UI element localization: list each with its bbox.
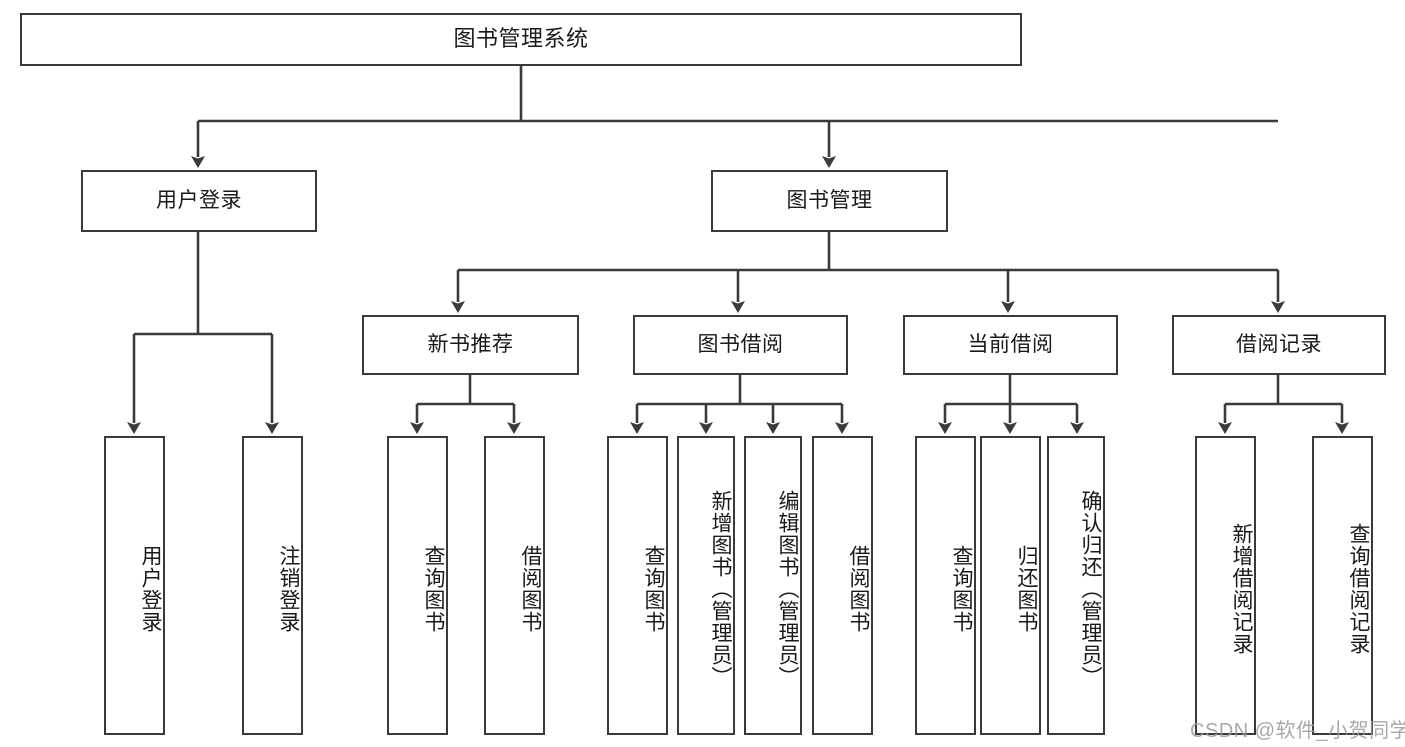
node-leaf-user-login[interactable]: 用户登录 — [104, 436, 165, 735]
node-book-borrow[interactable]: 图书借阅 — [633, 315, 848, 375]
node-new-book-recommend[interactable]: 新书推荐 — [362, 315, 579, 375]
node-label: 查询图书 — [950, 544, 973, 633]
node-label: 用户登录 — [139, 544, 162, 633]
node-label: 确认归还（管理员） — [1079, 489, 1102, 688]
node-leaf-query-book-borrow[interactable]: 查询图书 — [607, 436, 668, 735]
node-leaf-edit-book-admin[interactable]: 编辑图书（管理员） — [744, 436, 802, 735]
csdn-watermark: CSDN @软件_小贺同学 — [1190, 720, 1405, 742]
node-borrow-record[interactable]: 借阅记录 — [1172, 315, 1386, 375]
node-leaf-return-book[interactable]: 归还图书 — [980, 436, 1041, 735]
node-label: 查询借阅记录 — [1347, 522, 1370, 655]
node-leaf-borrow-book-recommend[interactable]: 借阅图书 — [484, 436, 545, 735]
node-root-system[interactable]: 图书管理系统 — [20, 13, 1022, 66]
node-leaf-query-book-current[interactable]: 查询图书 — [915, 436, 976, 735]
node-label: 新增图书（管理员） — [709, 489, 732, 688]
node-leaf-borrow-book[interactable]: 借阅图书 — [812, 436, 873, 735]
node-label: 当前借阅 — [967, 333, 1054, 357]
node-current-borrow[interactable]: 当前借阅 — [903, 315, 1118, 375]
node-label: 图书借阅 — [697, 333, 784, 357]
node-label: 图书管理系统 — [453, 26, 589, 52]
node-leaf-logout[interactable]: 注销登录 — [242, 436, 303, 735]
node-leaf-add-borrow-record[interactable]: 新增借阅记录 — [1195, 436, 1256, 735]
node-label: 归还图书 — [1015, 544, 1038, 633]
node-label: 新增借阅记录 — [1230, 522, 1253, 655]
node-label: 注销登录 — [277, 544, 300, 633]
node-label: 借阅记录 — [1236, 333, 1322, 357]
node-leaf-query-book-recommend[interactable]: 查询图书 — [387, 436, 448, 735]
node-label: 借阅图书 — [519, 544, 542, 633]
node-label: 查询图书 — [642, 544, 665, 633]
node-label: 用户登录 — [156, 189, 242, 213]
node-leaf-confirm-return-admin[interactable]: 确认归还（管理员） — [1047, 436, 1105, 735]
node-user-login[interactable]: 用户登录 — [81, 170, 317, 232]
node-book-management[interactable]: 图书管理 — [711, 170, 948, 232]
node-leaf-add-book-admin[interactable]: 新增图书（管理员） — [677, 436, 735, 735]
node-label: 编辑图书（管理员） — [776, 489, 799, 688]
node-label: 图书管理 — [786, 189, 873, 213]
node-label: 查询图书 — [422, 544, 445, 633]
node-label: 新书推荐 — [427, 333, 514, 357]
node-label: 借阅图书 — [847, 544, 870, 633]
node-leaf-query-borrow-record[interactable]: 查询借阅记录 — [1312, 436, 1373, 735]
